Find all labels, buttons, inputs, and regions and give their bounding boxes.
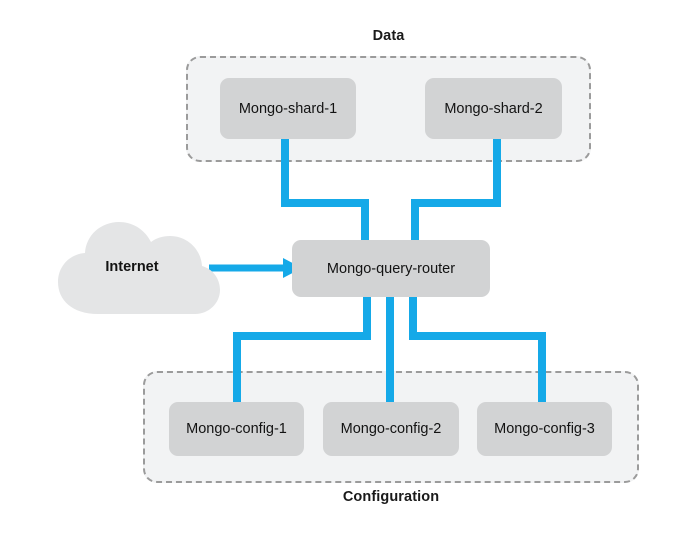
node-mongo-config-1[interactable]: Mongo-config-1	[169, 402, 304, 456]
node-label: Mongo-config-2	[340, 421, 442, 437]
wire-shard1-to-router	[281, 132, 369, 244]
node-mongo-shard-2[interactable]: Mongo-shard-2	[425, 78, 562, 139]
group-configuration-caption: Configuration	[342, 489, 440, 505]
node-label: Mongo-config-3	[494, 421, 595, 437]
cloud-label: Internet	[105, 259, 159, 275]
node-mongo-query-router[interactable]: Mongo-query-router	[292, 240, 490, 297]
wire-shard2-to-router	[411, 132, 501, 244]
wire-router-to-config3	[409, 293, 546, 408]
node-mongo-config-2[interactable]: Mongo-config-2	[323, 402, 459, 456]
cloud-shape	[58, 222, 220, 314]
node-label: Mongo-shard-2	[444, 100, 543, 117]
wire-router-to-config1	[233, 293, 371, 408]
node-label: Mongo-shard-1	[238, 100, 338, 117]
node-label: Mongo-config-1	[186, 421, 287, 437]
node-mongo-config-3[interactable]: Mongo-config-3	[477, 402, 612, 456]
group-data-caption: Data	[372, 28, 405, 44]
node-label: Mongo-query-router	[326, 260, 456, 277]
node-mongo-shard-1[interactable]: Mongo-shard-1	[220, 78, 356, 139]
